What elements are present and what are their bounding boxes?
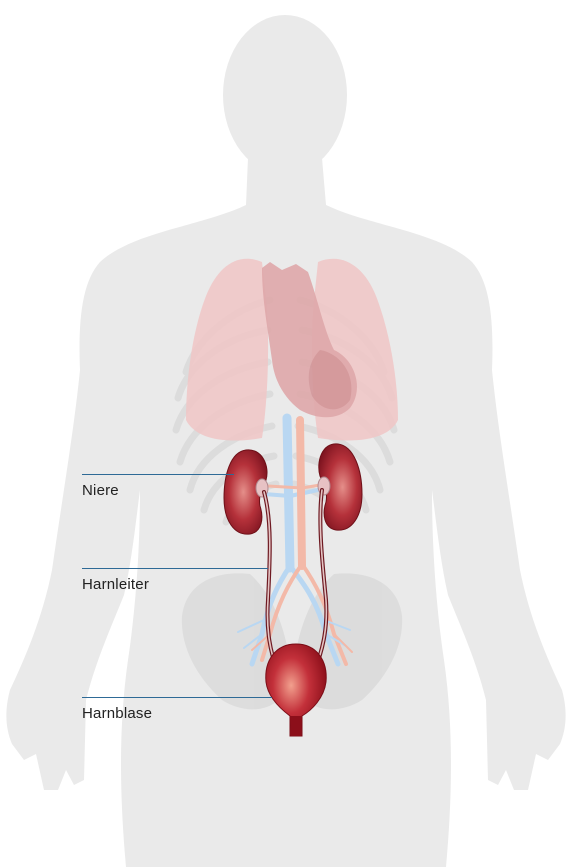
head-shape bbox=[223, 15, 347, 175]
ureter-leader-line bbox=[82, 568, 268, 569]
ureter-label: Harnleiter bbox=[82, 576, 149, 593]
kidney-label: Niere bbox=[82, 482, 119, 499]
bladder-leader-line bbox=[82, 697, 272, 698]
bladder-label: Harnblase bbox=[82, 705, 152, 722]
kidney-leader-line bbox=[82, 474, 234, 475]
